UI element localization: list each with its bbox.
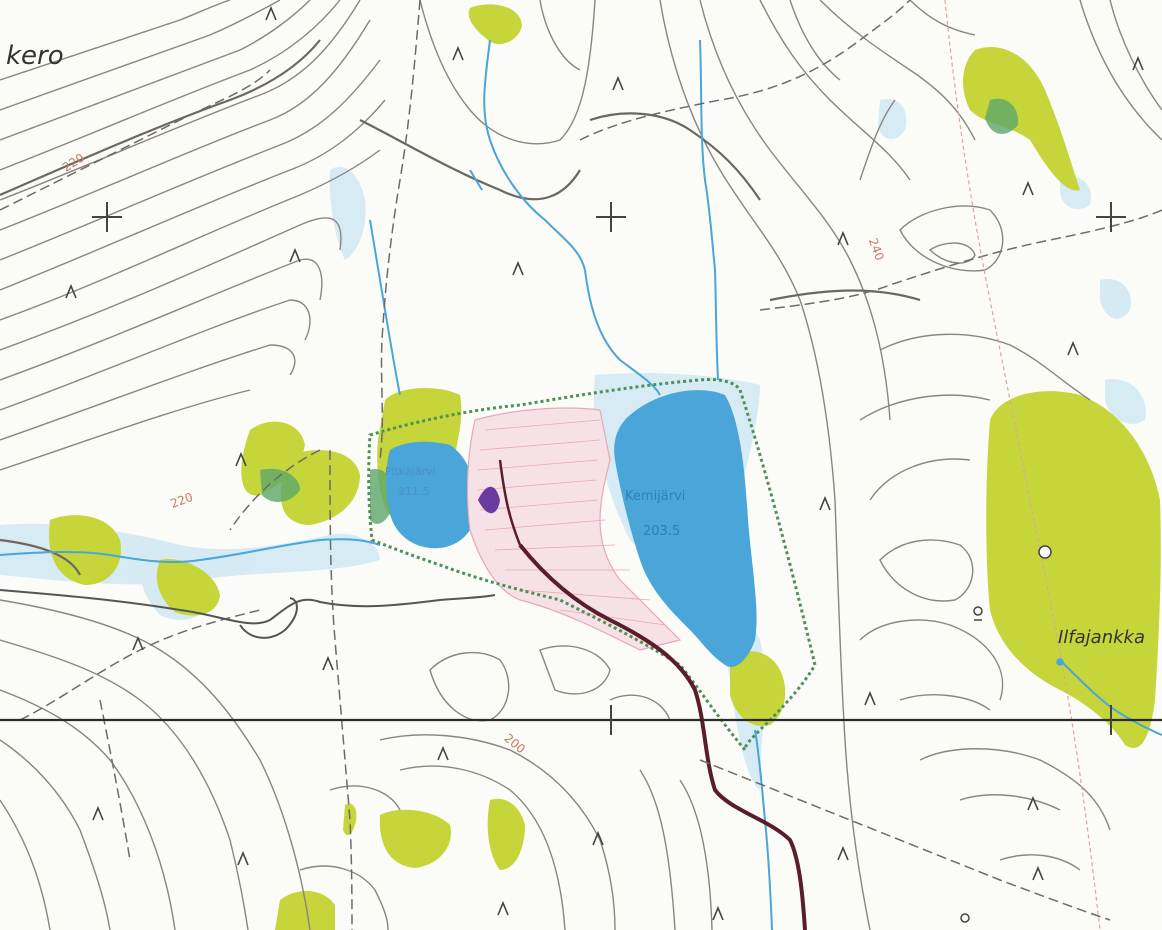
place-label-right: Ilfajankka [1058, 627, 1145, 648]
streams [0, 39, 1162, 930]
terrain-symbols [65, 5, 1144, 921]
contour-label-240: 240 [866, 236, 887, 262]
big-lake-name-label: Kemijärvi [625, 489, 685, 504]
lakes [386, 390, 757, 668]
big-lake-elevation-label: 203.5 [643, 524, 680, 539]
marsh-dark [260, 98, 1019, 524]
small-lake-name-label: Pitkäjärvi [385, 465, 436, 478]
contour-label-200: 200 [501, 731, 528, 756]
place-label-top-left: kero [6, 41, 64, 71]
power-line [944, 0, 1101, 930]
contour-label-220b: 220 [169, 490, 195, 511]
small-lake-elevation-label: 211.5 [398, 485, 430, 498]
boulder-symbols [960, 545, 1064, 923]
small-lake [386, 441, 478, 549]
protected-area-boundary [367, 378, 817, 755]
road [498, 459, 807, 930]
grid-crosses [92, 202, 1126, 735]
big-lake [614, 390, 757, 668]
trail [0, 589, 496, 639]
